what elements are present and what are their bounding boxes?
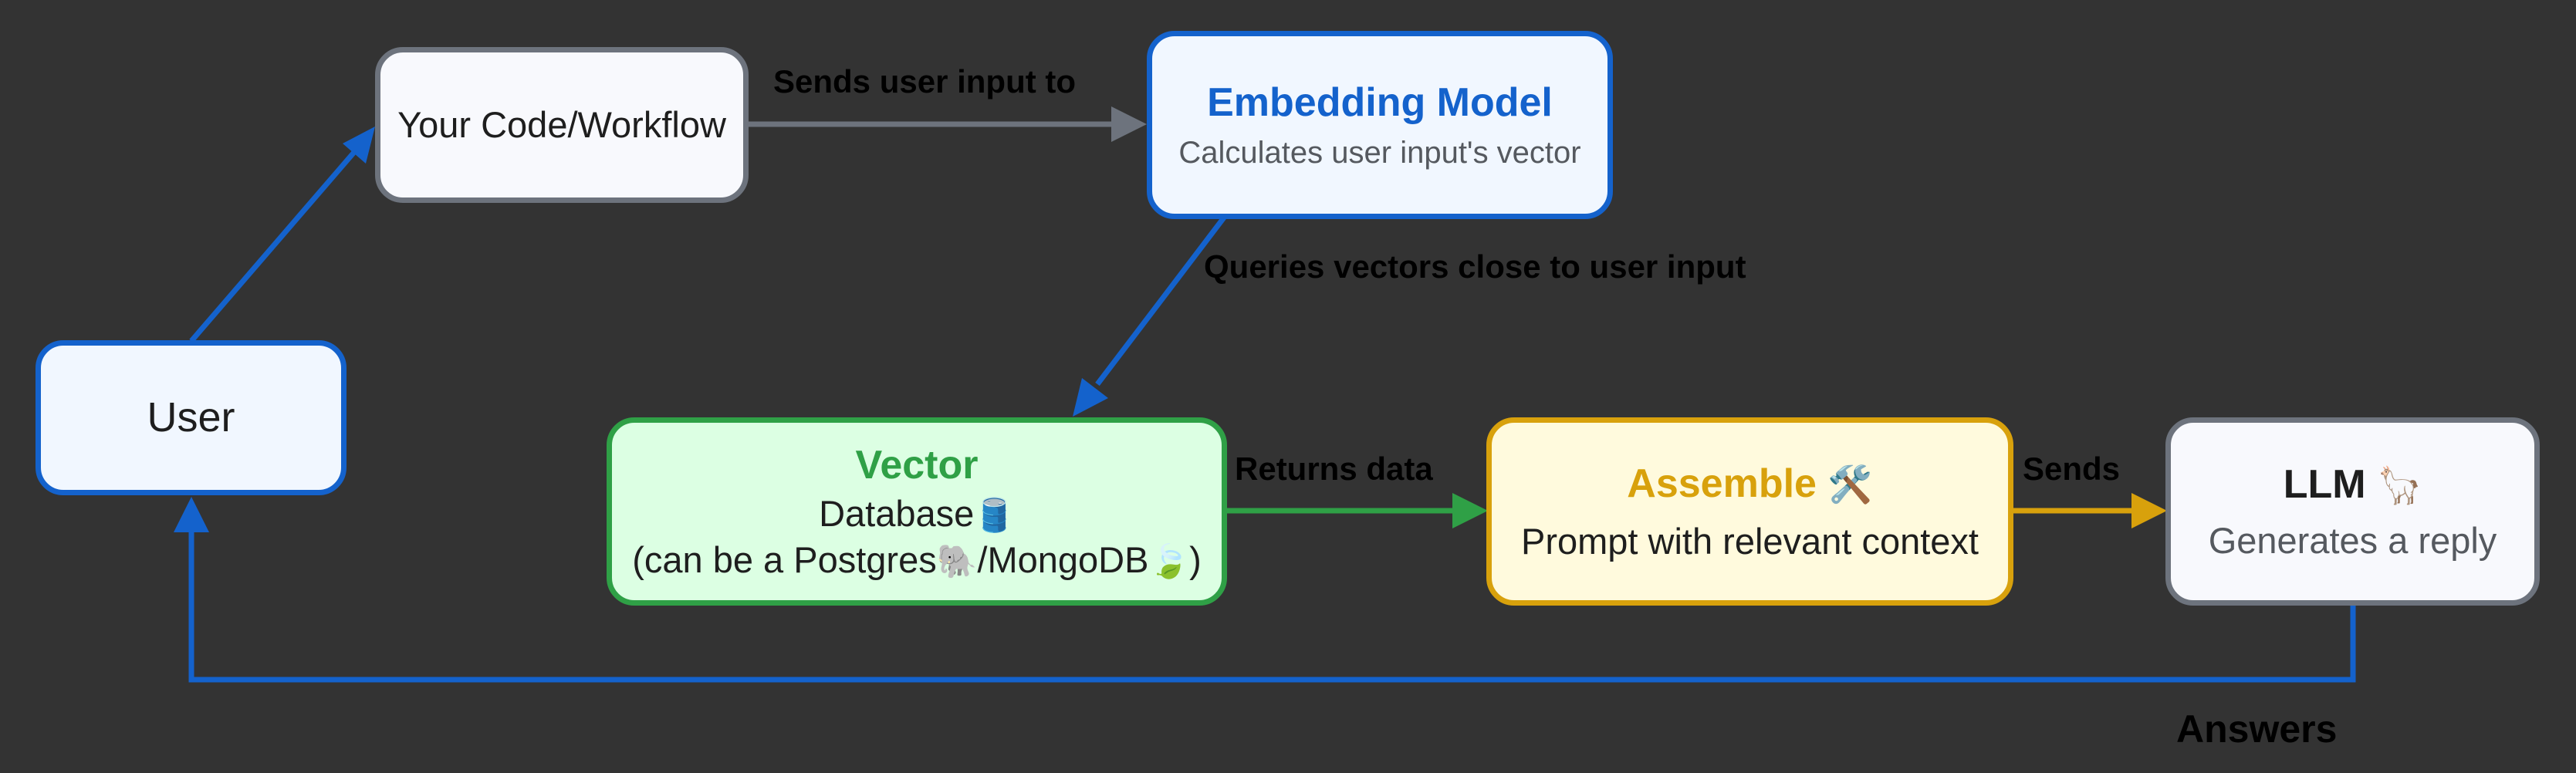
node-vector-mongodb-text: /MongoDB	[977, 539, 1149, 581]
node-assemble-subtitle: Prompt with relevant context	[1521, 521, 1979, 562]
node-assemble-title: Assemble	[1627, 461, 1817, 506]
node-user-label: User	[147, 393, 235, 441]
node-vector-close-paren: )	[1189, 539, 1202, 581]
edge-llm-to-user	[174, 497, 2356, 683]
node-your-code-label: Your Code/Workflow	[397, 103, 726, 145]
edge-code-to-embedding	[747, 106, 1147, 142]
llama-icon: 🦙	[2377, 464, 2422, 505]
node-vector-database[interactable]: Vector Database🛢️ (can be a Postgres🐘/Mo…	[607, 417, 1227, 606]
node-your-code[interactable]: Your Code/Workflow	[375, 47, 749, 203]
node-assemble-title-row: Assemble 🛠️	[1627, 458, 1872, 510]
edge-assemble-to-llm	[2012, 493, 2167, 528]
node-llm-title: LLM	[2283, 461, 2366, 507]
edge-label-returns-data: Returns data	[1235, 451, 1433, 487]
node-assemble[interactable]: Assemble 🛠️ Prompt with relevant context	[1486, 417, 2013, 606]
node-llm[interactable]: LLM 🦙 Generates a reply	[2165, 417, 2540, 606]
tools-icon: 🛠️	[1827, 464, 1873, 505]
elephant-icon: 🐘	[936, 543, 978, 580]
node-llm-subtitle: Generates a reply	[2208, 520, 2497, 562]
edge-embedding-to-vector	[1073, 215, 1226, 417]
leaf-icon: 🍃	[1148, 543, 1190, 580]
node-embedding-model[interactable]: Embedding Model Calculates user input's …	[1147, 31, 1613, 219]
node-embedding-title: Embedding Model	[1207, 80, 1553, 126]
node-llm-title-row: LLM 🦙	[2284, 459, 2422, 511]
node-vector-line2: Database🛢️	[819, 491, 1015, 537]
node-vector-postgres-text: (can be a Postgres	[632, 539, 937, 581]
node-vector-database-text: Database	[819, 493, 975, 535]
database-barrel-icon: 🛢️	[974, 497, 1015, 534]
node-vector-line3: (can be a Postgres🐘/MongoDB🍃)	[632, 537, 1202, 583]
node-embedding-subtitle: Calculates user input's vector	[1178, 135, 1581, 170]
edge-label-sends-user-input: Sends user input to	[773, 63, 1077, 100]
edge-vector-to-assemble	[1225, 493, 1488, 528]
edge-label-sends: Sends	[2023, 451, 2121, 487]
edge-label-answers: Answers	[2176, 707, 2338, 751]
node-user[interactable]: User	[35, 340, 347, 495]
edge-user-to-code	[189, 127, 375, 343]
edge-label-queries-vectors: Queries vectors close to user input	[1204, 248, 1746, 285]
node-vector-title: Vector	[855, 442, 979, 488]
